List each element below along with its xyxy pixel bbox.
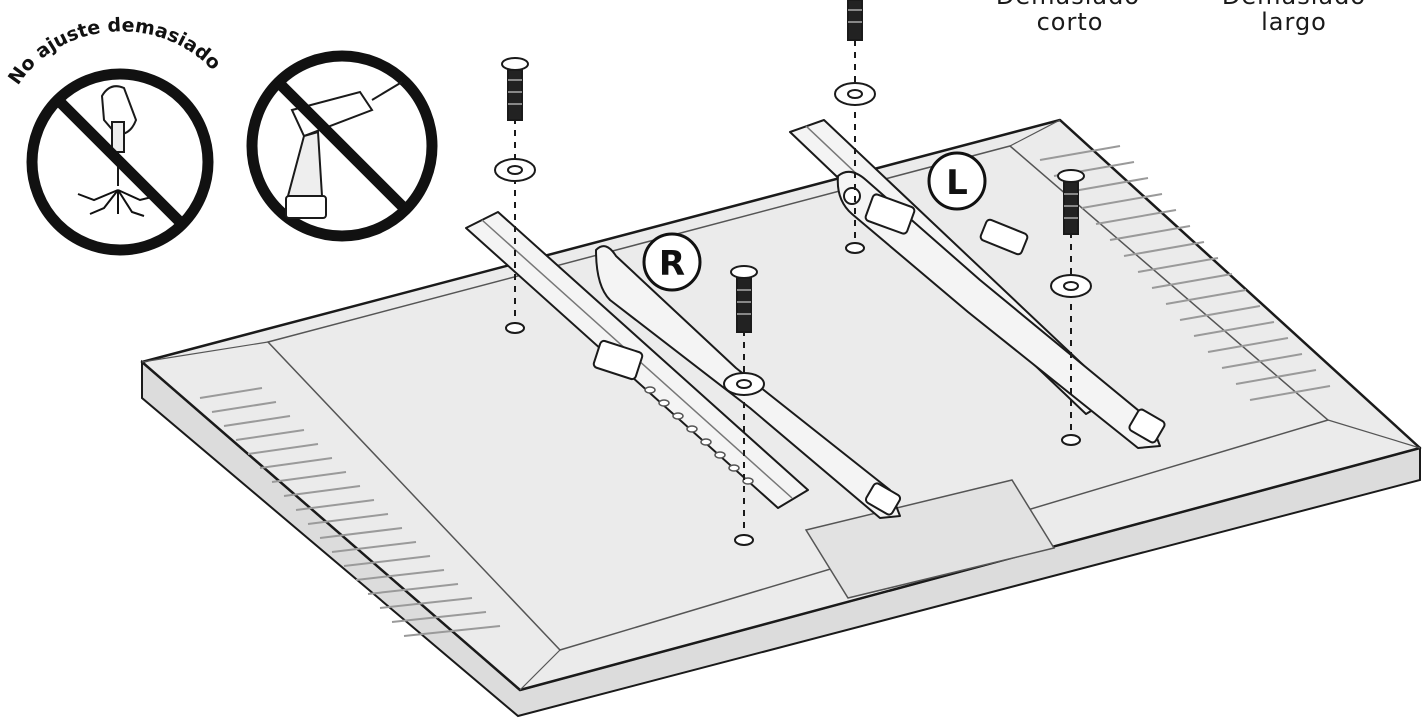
screwdriver-icon xyxy=(100,85,138,186)
hole-bottom-right xyxy=(1061,434,1081,446)
screw-far-right xyxy=(1057,169,1085,235)
badge-left: L xyxy=(927,151,987,211)
tv-panel-stand-recess xyxy=(804,479,1056,599)
right-vent-grille xyxy=(1039,145,1331,401)
washer-left-bracket xyxy=(834,82,876,106)
washer-far-right xyxy=(1050,274,1092,298)
left-bracket xyxy=(789,119,1166,449)
screw-left-bracket xyxy=(847,0,863,41)
power-drill-icon xyxy=(285,81,403,219)
length-note-too-short: Demasiado corto xyxy=(996,0,1140,36)
warning-no-drill xyxy=(246,50,438,242)
hole-bottom-left xyxy=(734,534,754,546)
length-note-too-long: Demasiado largo xyxy=(1222,0,1366,36)
too-long-line2: largo xyxy=(1261,8,1327,36)
washer-top-left xyxy=(494,158,536,182)
badge-left-label: L xyxy=(946,163,968,203)
right-bracket-clip xyxy=(592,339,644,381)
left-vent-grille xyxy=(199,387,501,637)
too-short-line2: corto xyxy=(1037,8,1104,36)
screw-guides xyxy=(514,40,1072,536)
crack-icon xyxy=(77,189,157,217)
screw-top-left xyxy=(501,57,529,121)
left-bracket-clip xyxy=(864,193,916,235)
screw-right-bracket xyxy=(730,265,758,333)
badge-right: R xyxy=(642,232,702,292)
hole-top-right xyxy=(845,242,865,254)
mounting-holes xyxy=(505,242,1081,546)
too-long-line1: Demasiado xyxy=(1222,0,1366,10)
warning-overtighten: No ajuste demasiado xyxy=(4,14,225,256)
hole-top-left xyxy=(505,322,525,334)
badge-right-label: R xyxy=(659,244,685,284)
washer-right-bracket xyxy=(723,372,765,396)
left-bracket-arm xyxy=(836,170,1161,449)
too-short-line1: Demasiado xyxy=(996,0,1140,10)
